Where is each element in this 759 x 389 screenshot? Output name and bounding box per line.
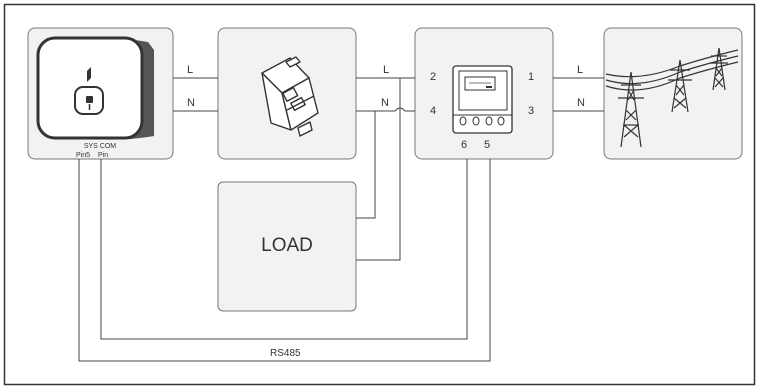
load-label: LOAD	[261, 235, 313, 256]
sys-com-label: SYS COM	[84, 143, 116, 150]
meter-terminal-6: 6	[461, 139, 467, 151]
inverter-icon	[36, 36, 154, 140]
inverter-l-label: L	[187, 64, 193, 76]
wire-load-l	[356, 78, 401, 261]
inverter-n-label: N	[187, 97, 195, 109]
rs485-label: RS485	[270, 348, 301, 359]
meter-terminal-5: 5	[484, 139, 490, 151]
meter-terminal-3: 3	[528, 105, 534, 117]
meter-terminal-1: 1	[528, 71, 534, 83]
grid-n-label: N	[577, 97, 585, 109]
breaker-icon	[261, 56, 319, 137]
pin5-label: Pin5	[76, 152, 90, 159]
wires	[78, 77, 604, 362]
breaker-l-label: L	[383, 64, 389, 76]
wire-rs485-outer	[78, 159, 491, 362]
wire-load-n	[356, 111, 376, 219]
wire-rs485-inner	[100, 159, 468, 340]
breaker-n-label: N	[381, 97, 389, 109]
meter-terminal-4: 4	[430, 105, 436, 117]
meter-terminal-2: 2	[430, 71, 436, 83]
pin-label: Pin	[98, 152, 108, 159]
grid-l-label: L	[577, 64, 583, 76]
energy-meter-icon	[452, 65, 513, 134]
power-tower-icon	[605, 47, 739, 148]
load-box	[217, 181, 357, 312]
grid-box	[603, 27, 743, 160]
